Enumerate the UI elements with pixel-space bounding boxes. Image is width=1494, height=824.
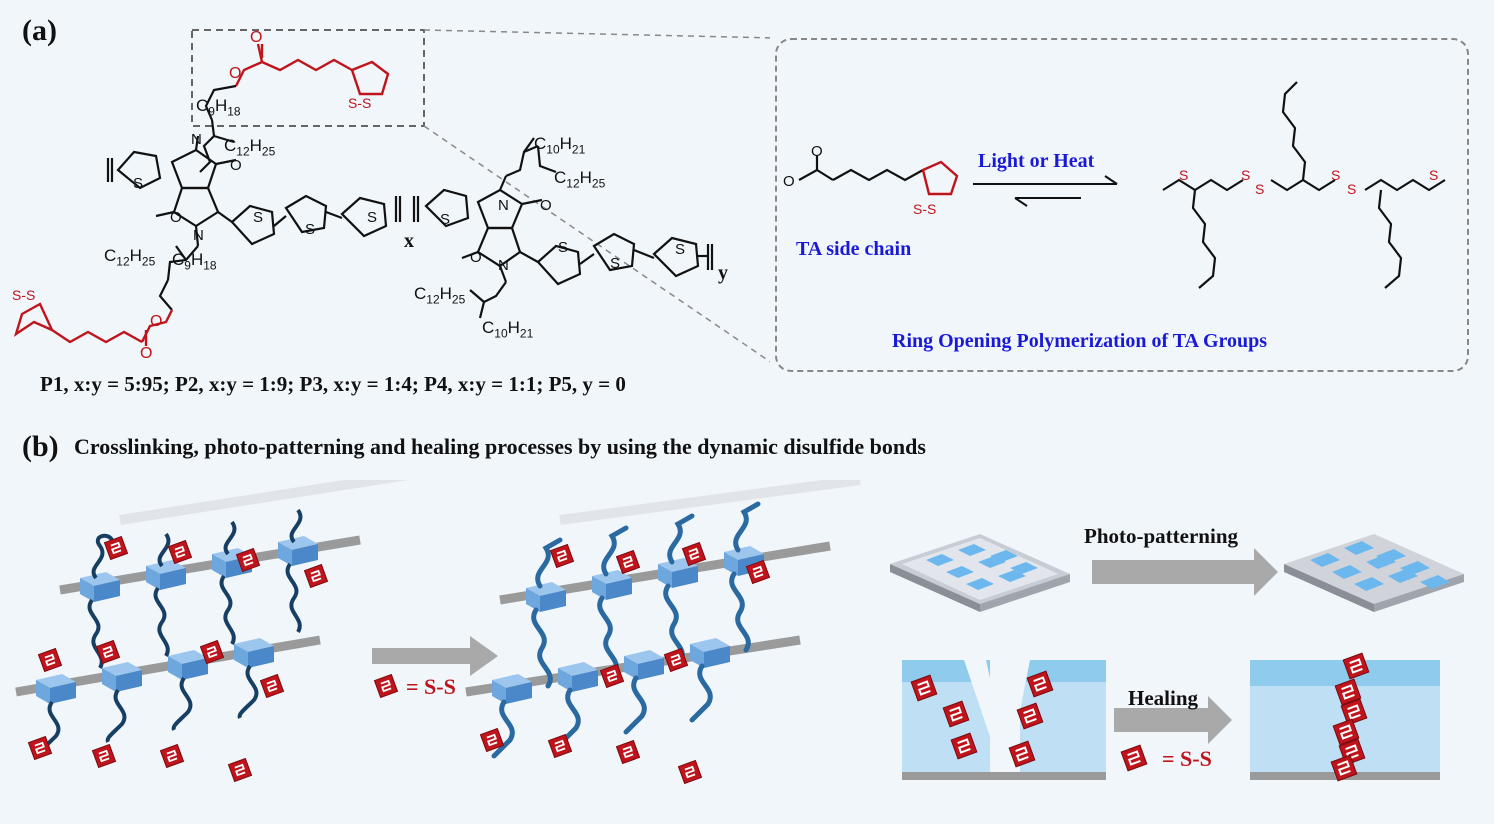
svg-text:N: N — [191, 131, 202, 148]
svg-text:S: S — [675, 241, 685, 258]
svg-text:S: S — [367, 209, 377, 226]
carbonyl-o-bottom: O — [140, 345, 152, 362]
crosslinking-illustration — [15, 480, 861, 785]
polymer-structure: O O S-S — [12, 29, 770, 363]
svg-text:S: S — [1429, 167, 1438, 183]
svg-text:N: N — [193, 227, 204, 244]
healing-legend: = S-S — [1162, 746, 1212, 771]
panel-b-title: Crosslinking, photo-patterning and heali… — [74, 434, 926, 459]
label-c12h25-left: C12H25 — [104, 246, 156, 269]
substrate-before — [890, 534, 1070, 612]
healing-illustration — [902, 652, 1440, 782]
subscript-x: x — [404, 230, 414, 252]
photo-patterning-illustration — [890, 534, 1464, 612]
svg-text:N: N — [498, 257, 509, 274]
ta-side-chain-top — [234, 43, 390, 96]
photo-patterning-arrow — [1092, 548, 1278, 596]
svg-text:S: S — [1241, 167, 1250, 183]
inset-box — [775, 38, 1469, 372]
carbonyl-o-top: O — [250, 29, 262, 46]
svg-text:O: O — [811, 143, 823, 160]
ester-o-top: O — [229, 65, 241, 82]
highlight-box — [191, 29, 425, 127]
label-c12h25-bottom: C12H25 — [414, 284, 466, 307]
ss-top: S-S — [348, 95, 371, 111]
healed-film — [1250, 652, 1440, 782]
svg-text:S: S — [558, 239, 568, 256]
svg-text:O: O — [470, 249, 482, 266]
ss-bottom: S-S — [12, 287, 35, 303]
svg-text:O: O — [230, 157, 242, 174]
ring-opening-scheme: O O S-S S S S S S S — [783, 81, 1446, 289]
polymer-ratios: P1, x:y = 5:95; P2, x:y = 1:9; P3, x:y =… — [40, 372, 626, 396]
panel-a-label: (a) — [22, 14, 57, 47]
svg-text:N: N — [498, 197, 509, 214]
label-c12h25-right: C12H25 — [554, 168, 606, 191]
ta-side-chain-bottom — [13, 302, 174, 346]
callout-line-top — [423, 29, 770, 39]
ta-side-chain-label: TA side chain — [796, 238, 912, 260]
svg-text:S-S: S-S — [913, 201, 936, 217]
cracked-film — [902, 660, 1106, 780]
label-c10h21-top: C10H21 — [534, 134, 586, 157]
healing-label: Healing — [1128, 686, 1199, 710]
svg-text:S: S — [133, 175, 143, 192]
ester-o-bottom: O — [150, 313, 162, 330]
healing-arrow — [1114, 696, 1232, 744]
substrate-after — [1284, 534, 1464, 612]
svg-text:S: S — [1255, 181, 1264, 197]
svg-text:S: S — [1179, 167, 1188, 183]
label-c9h18-bottom: C9H18 — [172, 250, 217, 273]
svg-text:S: S — [440, 211, 450, 228]
svg-text:S: S — [305, 221, 315, 238]
label-c9h18-top: C9H18 — [196, 96, 241, 119]
svg-text:S: S — [1331, 167, 1340, 183]
label-c10h21-bottom: C10H21 — [482, 318, 534, 341]
callout-line-bottom — [423, 125, 770, 363]
svg-text:O: O — [170, 209, 182, 226]
right-network — [465, 501, 831, 785]
crosslink-arrow — [372, 636, 498, 676]
left-network — [15, 508, 361, 783]
arrow-label: Light or Heat — [978, 150, 1095, 172]
subscript-y: y — [718, 262, 728, 284]
panel-b-label: (b) — [22, 430, 59, 463]
svg-text:O: O — [540, 197, 552, 214]
network-legend: = S-S — [406, 674, 456, 699]
photo-patterning-label: Photo-patterning — [1084, 524, 1238, 548]
svg-text:S: S — [610, 255, 620, 272]
inset-caption: Ring Opening Polymerization of TA Groups — [892, 330, 1268, 352]
svg-text:O: O — [783, 173, 795, 190]
svg-text:S: S — [253, 209, 263, 226]
label-c12h25-top: C12H25 — [224, 136, 276, 159]
backbone — [106, 135, 714, 319]
svg-text:S: S — [1347, 181, 1356, 197]
